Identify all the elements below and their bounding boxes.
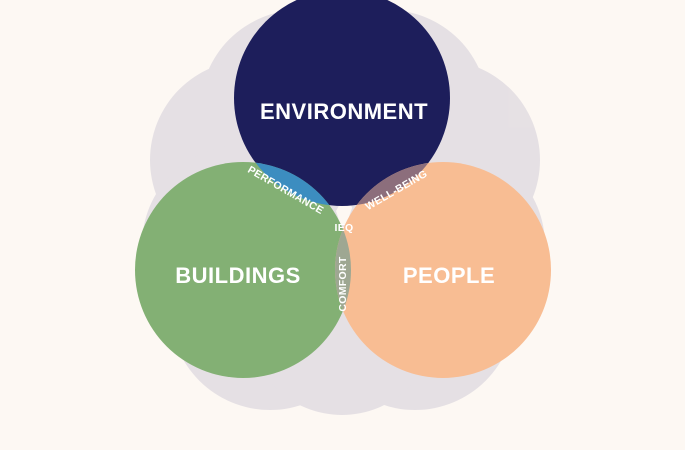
comfort-label: COMFORT: [337, 256, 349, 311]
people-label: PEOPLE: [403, 263, 495, 288]
environment-label: ENVIRONMENT: [260, 99, 428, 124]
buildings-label: BUILDINGS: [175, 263, 301, 288]
environment-circle: [234, 0, 450, 206]
buildings-circle: [135, 162, 351, 378]
people-circle: [335, 162, 551, 378]
ieq-label: IEQ: [335, 222, 354, 234]
